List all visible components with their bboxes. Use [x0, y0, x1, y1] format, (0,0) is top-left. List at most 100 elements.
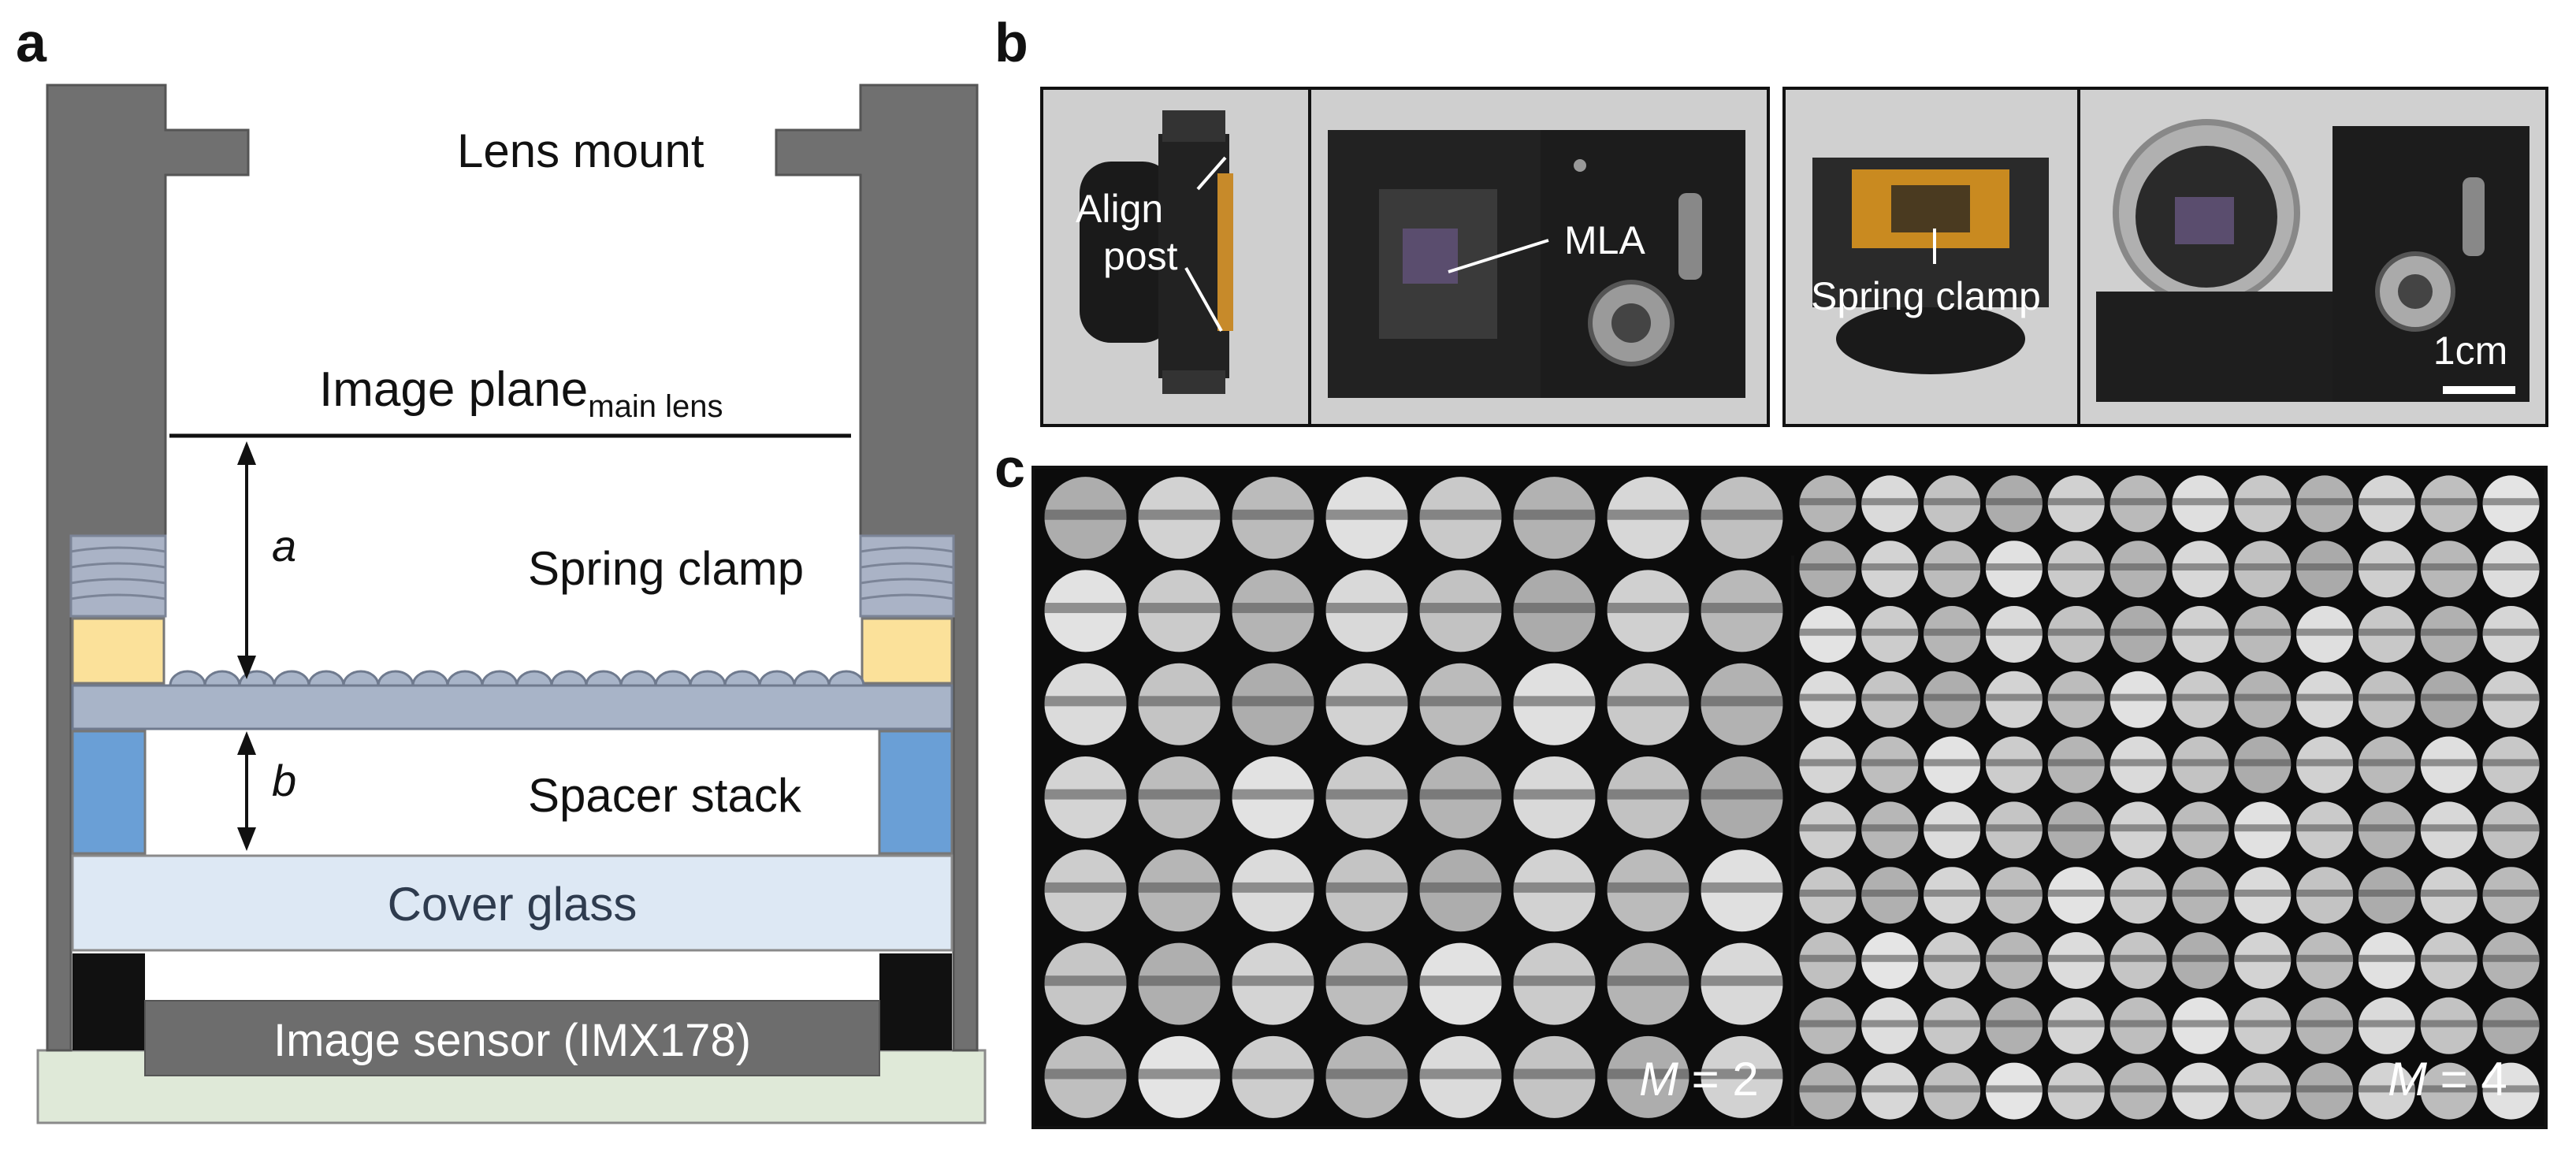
clamp-pad-left [71, 617, 165, 685]
lenslet-stripe [2296, 759, 2354, 767]
lenslet-stripe [1607, 1068, 1689, 1080]
lenslet-stripe [1232, 882, 1314, 893]
lenslet-stripe [2482, 954, 2540, 962]
lenslet-stripe [1044, 1068, 1127, 1080]
spring-clamp-photo-label: Spring clamp [1811, 274, 2041, 318]
lenslet-stripe [2172, 1020, 2229, 1028]
lenslet-stripe [2172, 824, 2229, 832]
image-sensor [144, 1000, 880, 1076]
panel-c-letter: c [994, 437, 1025, 499]
lenslet-stripe [1861, 890, 1919, 897]
lenslet-stripe [1985, 954, 2043, 962]
lenslet-stripe [2420, 628, 2477, 636]
distance-a-symbol: a [272, 521, 296, 570]
align-post-label-2: post [1103, 234, 1178, 278]
lenslet-stripe [2482, 824, 2540, 832]
lenslet-stripe [1513, 696, 1596, 707]
lenslet-stripe [2482, 693, 2540, 701]
lenslet-stripe [1138, 975, 1221, 987]
lenslet-stripe [2358, 954, 2415, 962]
lenslet-stripe [1924, 954, 1981, 962]
lenslet-stripe [2482, 890, 2540, 897]
scale-bar-label: 1cm [2433, 329, 2507, 373]
lenslet-stripe [2358, 628, 2415, 636]
distance-b-symbol: b [272, 756, 296, 805]
lenslet-stripe [2358, 1020, 2415, 1028]
lenslet-stripe [2109, 1020, 2167, 1028]
lenslet-stripe [2047, 890, 2105, 897]
housing-right [775, 84, 979, 1052]
spacer-stack-label: Spacer stack [528, 769, 802, 822]
lenslet-stripe [1513, 1068, 1596, 1080]
lenslet-stripe [1607, 696, 1689, 707]
lenslet-stripe [1419, 509, 1502, 520]
lenslet-stripe [2234, 759, 2292, 767]
lenslet-stripe [2296, 890, 2354, 897]
scale-bar [2443, 386, 2515, 394]
lenslet-stripe [2047, 954, 2105, 962]
lenslet-stripe [1924, 563, 1981, 570]
lenslet-stripe [1924, 824, 1981, 832]
lenslet-stripe [2420, 1085, 2477, 1093]
m4-label: M = 4 [2388, 1053, 2507, 1106]
panel-a-letter: a [16, 12, 47, 73]
lenslet-stripe [2109, 954, 2167, 962]
lenslet-stripe [1325, 1068, 1408, 1080]
lenslet-stripe [1232, 509, 1314, 520]
lenslet-stripe [2047, 693, 2105, 701]
lenslet-stripe [1985, 890, 2043, 897]
lenslet-stripe [1044, 509, 1127, 520]
lenslet-stripe [2234, 1020, 2292, 1028]
lenslet-stripe [1799, 759, 1857, 767]
photo-spring-clamp-view [1812, 158, 2049, 374]
spring-left [69, 534, 167, 618]
spacer-left [71, 730, 147, 855]
lenslet-stripe [1985, 498, 2043, 506]
lenslet-stripe [1419, 789, 1502, 800]
lenslet-stripe [1799, 824, 1857, 832]
lenslet-stripe [1861, 628, 1919, 636]
lenslet-stripe [1419, 1068, 1502, 1080]
lenslet-stripe [1701, 882, 1783, 893]
lenslet-stripe [2109, 759, 2167, 767]
lenslet-stripe [1701, 696, 1783, 707]
microlens-array [169, 670, 865, 687]
lenslet-stripe [1861, 824, 1919, 832]
lenslet-stripe [2296, 824, 2354, 832]
lenslet-stripe [1138, 1068, 1221, 1080]
lenslet-stripe [2296, 628, 2354, 636]
mla-plate [71, 684, 953, 730]
lenslet-stripe [1861, 563, 1919, 570]
lenslet-stripe [1138, 509, 1221, 520]
cover-glass-label: Cover glass [388, 878, 637, 931]
lenslet-stripe [2047, 563, 2105, 570]
lenslet-stripe [2420, 563, 2477, 570]
lenslet-stripe [2047, 759, 2105, 767]
lenslet-stripe [1138, 789, 1221, 800]
clamp-pad-right [861, 617, 953, 685]
lenslet-stripe [2358, 1085, 2415, 1093]
lenslet-stripe [2420, 890, 2477, 897]
lenslet-stripe [1138, 882, 1221, 893]
lenslet-stripe [2420, 954, 2477, 962]
lenslet-stripe [2047, 1020, 2105, 1028]
lenslet-stripe [1232, 789, 1314, 800]
lenslet-stripe [1861, 1020, 1919, 1028]
lenslet-stripe [1044, 789, 1127, 800]
lenslet-stripe [2296, 693, 2354, 701]
lenslet-stripe [1985, 628, 2043, 636]
lenslet-stripe [1985, 563, 2043, 570]
lenslet-stripe [1044, 603, 1127, 614]
lenslet-stripe [2482, 1085, 2540, 1093]
sensor-block-right [879, 953, 952, 1050]
lenslet-stripe [1924, 498, 1981, 506]
lenslet-stripe [1419, 696, 1502, 707]
lenslet-stripe [2234, 1085, 2292, 1093]
lenslet-stripe [1513, 975, 1596, 987]
lenslet-stripe [1138, 603, 1221, 614]
align-post-label-1: Align [1076, 187, 1163, 231]
lenslet-stripe [1924, 890, 1981, 897]
lenslet-stripe [2047, 628, 2105, 636]
photo-side-view [1080, 110, 1233, 394]
lenslet-stripe [2109, 498, 2167, 506]
